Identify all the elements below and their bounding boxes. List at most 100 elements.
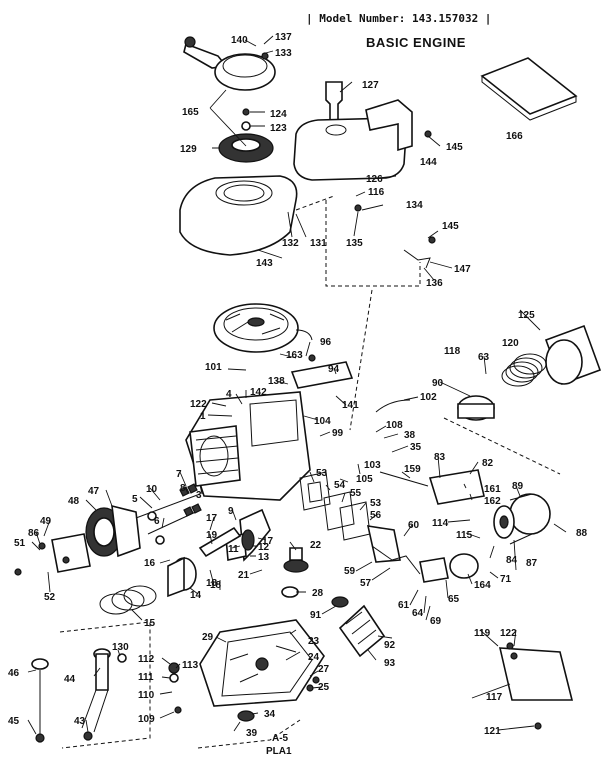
part-number-label: 55 [350,488,362,499]
part-number-label: 113 [182,660,199,671]
part-number-label: 130 [112,642,129,653]
throttle-link [403,249,431,269]
connecting-rod [198,526,242,558]
base-bracket [498,647,574,701]
part-number-label: 39 [246,728,258,739]
part-number-label: 142 [250,387,267,398]
part-number-label: 61 [398,600,410,611]
part-number-label: 102 [420,392,437,403]
part-number-label: 54 [334,480,346,491]
washer [241,121,251,131]
flywheel [213,303,313,353]
part-number-label: 65 [448,594,460,605]
governor-rod [379,471,429,487]
part-number-label: 44 [64,674,76,685]
fuel-tank [293,117,407,181]
part-number-label: 140 [231,35,248,46]
oil-fill-tube [81,648,111,741]
part-number-label: 91 [310,610,322,621]
part-number-label: 124 [270,109,287,120]
stop-wire [375,399,411,413]
part-number-label: 28 [312,588,324,599]
part-number-label: 18 [206,578,218,589]
part-number-label: 145 [446,142,463,153]
dipstick [31,658,49,743]
guide-line [59,621,151,749]
carburetor [51,504,141,573]
part-number-label: 18 [210,580,222,591]
part-number-label: 87 [526,558,538,569]
part-number-label: 43 [74,716,86,727]
part-number-label: 34 [264,709,276,720]
guide-line [295,195,335,211]
part-number-label: 103 [364,460,381,471]
part-number-label: 57 [360,578,372,589]
part-number-label: 92 [384,640,396,651]
part-number-label: 9 [228,506,234,517]
part-number-label: 118 [444,346,461,357]
part-number-label: 13 [258,552,270,563]
tank-bracket [365,99,413,152]
guide-line [349,289,373,431]
part-number-label: 162 [484,496,501,507]
part-number-label: 89 [512,481,524,492]
part-number-label: 1 [200,411,206,422]
exhaust-guard [544,324,602,386]
part-number-label: 117 [486,692,503,703]
page-title: BASIC ENGINE [366,35,466,50]
part-number-label: 131 [310,238,327,249]
part-number-label: 133 [275,48,292,59]
part-number-label: 93 [384,658,396,669]
seal [281,586,299,598]
part-number-label: 7 [176,469,182,480]
part-number-label: 127 [362,80,379,91]
part-number-label: 8 [180,483,186,494]
control-bracket [428,469,485,505]
part-number-label: 23 [308,636,320,647]
part-number-label: 115 [456,530,473,541]
part-number-label: 101 [205,362,222,373]
part-number-label: 15 [144,618,156,629]
part-number-label: 122 [190,399,207,410]
part-number-label: 38 [404,430,416,441]
part-number-label: 53 [316,468,328,479]
part-number-label: 135 [346,238,363,249]
gaskets [299,471,401,563]
part-number-label: 116 [368,187,385,198]
footer-plate: PLA1 [266,746,292,757]
part-number-label: 163 [286,350,303,361]
part-number-label: 121 [484,726,501,737]
part-number-label: 86 [28,528,40,539]
part-number-label: 35 [410,442,422,453]
part-number-label: 129 [180,144,197,155]
part-number-label: 14 [190,590,202,601]
part-number-label: 22 [310,540,322,551]
part-number-label: 64 [412,608,424,619]
crankcase-cover [199,619,325,707]
blower-housing [179,175,298,256]
part-number-label: 16 [144,558,156,569]
part-number-label: 138 [268,376,285,387]
part-number-label: 19 [206,530,218,541]
part-number-label: 112 [138,654,155,665]
part-number-label: 141 [342,400,359,411]
part-number-label: 126 [366,174,383,185]
air-filter [338,604,386,658]
part-number-label: 83 [434,452,446,463]
part-number-label: 159 [404,464,421,475]
part-number-label: 120 [502,338,519,349]
part-number-label: 59 [344,566,356,577]
nut [237,710,255,722]
part-number-label: 108 [386,420,403,431]
part-number-label: 52 [44,592,56,603]
part-number-label: 17 [206,513,218,524]
part-number-label: 69 [430,616,442,627]
part-number-label: 46 [8,668,20,679]
part-number-label: 11 [228,544,239,555]
part-number-label: 90 [432,378,444,389]
piston-rings [99,585,157,615]
part-number-label: 123 [270,123,287,134]
part-number-label: 105 [356,474,373,485]
